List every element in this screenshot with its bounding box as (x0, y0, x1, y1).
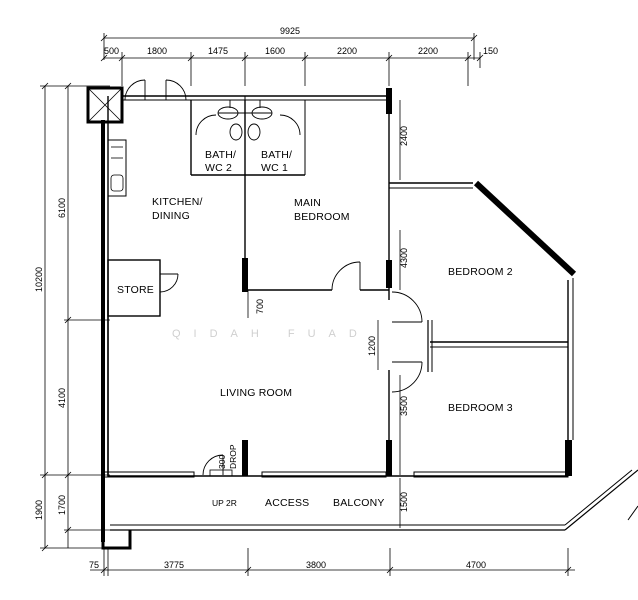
kitchen-label-line2: DINING (152, 210, 190, 222)
dimension-lines (40, 33, 575, 576)
dim-left-bottom-outer: 1900 (34, 500, 44, 520)
dim-1500: 1500 (399, 492, 409, 512)
bath2-label: BATH/ (205, 149, 236, 161)
room-labels: KITCHEN/ DINING MAIN BEDROOM BATH/ WC 2 … (117, 149, 513, 509)
dim-top-5: 2200 (337, 46, 357, 56)
bedroom2-label: BEDROOM 2 (448, 266, 513, 278)
living-room-label: LIVING ROOM (220, 387, 292, 399)
dim-bottom-3: 3800 (306, 560, 326, 570)
dim-2400: 2400 (399, 126, 409, 146)
dim-overall-top: 9925 (280, 26, 300, 36)
bath-fixtures (217, 100, 273, 141)
dim-left-upper: 6100 (57, 198, 67, 218)
bath1-label-line2: WC 1 (261, 162, 288, 174)
dim-top-2: 1800 (147, 46, 167, 56)
dim-bottom-1: 75 (89, 560, 99, 570)
dim-700: 700 (255, 299, 265, 314)
dim-3500: 3500 (399, 396, 409, 416)
store-label: STORE (117, 284, 154, 296)
dim-bottom-4: 4700 (466, 560, 486, 570)
kitchen-label: KITCHEN/ (152, 196, 203, 208)
dim-left-total: 10200 (34, 267, 44, 292)
doors (124, 79, 423, 477)
dim-top-4: 1600 (265, 46, 285, 56)
dim-left-lower: 4100 (57, 388, 67, 408)
balcony-label: BALCONY (333, 497, 385, 509)
bath2-label-line2: WC 2 (205, 162, 232, 174)
dimension-text: 9925 500 1800 1475 1600 2200 2200 150 75… (34, 26, 498, 570)
dim-left-bottom-inner: 1700 (57, 495, 67, 515)
watermark: QIDAH FUAD (172, 328, 370, 340)
dim-top-6: 2200 (418, 46, 438, 56)
bedroom3-label: BEDROOM 3 (448, 402, 513, 414)
dim-1200: 1200 (367, 336, 377, 356)
bath1-label: BATH/ (261, 149, 292, 161)
dim-4300: 4300 (399, 248, 409, 268)
main-bedroom-label-line2: BEDROOM (294, 211, 350, 223)
dim-top-3: 1475 (208, 46, 228, 56)
access-label: ACCESS (265, 497, 309, 509)
drop-value: 300 (217, 455, 227, 469)
walls (86, 86, 638, 550)
dim-top-7: 150 (483, 46, 498, 56)
up-label: UP 2R (212, 498, 237, 508)
drop-label: DROP (228, 444, 238, 469)
main-bedroom-label: MAIN (294, 197, 321, 209)
dim-bottom-2: 3775 (164, 560, 184, 570)
dim-top-1: 500 (104, 46, 119, 56)
